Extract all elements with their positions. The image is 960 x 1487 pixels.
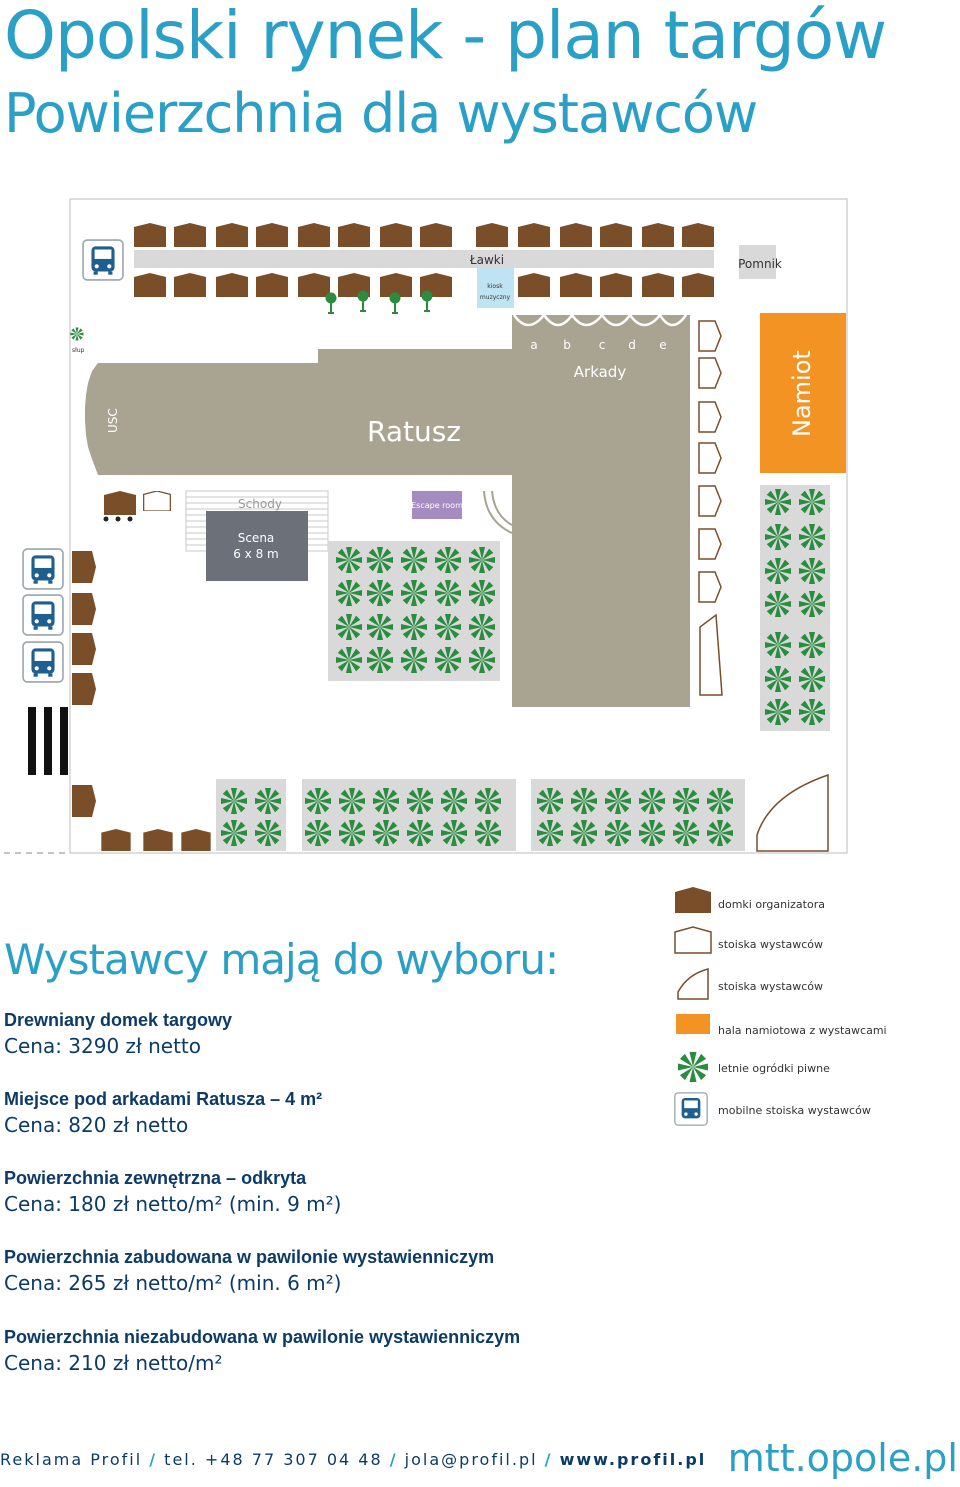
footer-separator: /: [389, 1450, 398, 1469]
stage-label-2: 6 x 8 m: [233, 547, 279, 561]
legend-label: stoiska wystawców: [718, 980, 824, 993]
umbrella-icon: [678, 1052, 708, 1082]
footer-website[interactable]: www.profil.pl: [559, 1450, 707, 1469]
tent-label: Namiot: [788, 350, 816, 437]
offer-name: Powierzchnia zewnętrzna – odkryta: [4, 1168, 307, 1188]
fair-plan-map: Ławki kiosk muzyczny Pomnik słup USC Rat…: [4, 198, 848, 854]
arcade-d-label: d: [628, 338, 636, 352]
offer-price: Cena: 3290 zł netto: [4, 1034, 201, 1058]
hut-icon: [101, 829, 131, 851]
top-hut-row: [134, 223, 714, 247]
offer-price: Cena: 210 zł netto/m²: [4, 1351, 223, 1375]
offer-name: Powierzchnia zabudowana w pawilonie wyst…: [4, 1247, 495, 1267]
offer-price: Cena: 265 zł netto/m² (min. 6 m²): [4, 1271, 342, 1295]
kiosk-label-2: muzyczny: [480, 294, 511, 301]
legend-label: letnie ogródki piwne: [718, 1062, 830, 1075]
pillar-icon: [70, 327, 84, 341]
music-kiosk: [477, 268, 514, 308]
stage: [206, 511, 308, 581]
kiosk-label-1: kiosk: [487, 283, 503, 290]
beer-garden-right: [760, 485, 830, 731]
page-subtitle: Powierzchnia dla wystawców: [4, 82, 758, 145]
footer-email[interactable]: jola@profil.pl: [404, 1450, 538, 1469]
offer-item: Drewniany domek targowy Cena: 3290 zł ne…: [4, 1008, 644, 1060]
stage-label-1: Scena: [238, 531, 275, 545]
arcade-c-label: c: [599, 338, 606, 352]
hut-icon: [181, 829, 211, 851]
corner-booth-icon: [756, 773, 829, 852]
town-hall-label: Ratusz: [367, 415, 461, 448]
legend-label: domki organizatora: [718, 898, 825, 911]
bus-icon: [22, 548, 64, 683]
offers-heading: Wystawcy mają do wyboru:: [4, 935, 559, 984]
offer-name: Drewniany domek targowy: [4, 1010, 233, 1030]
legend-label: stoiska wystawców: [718, 938, 824, 951]
benches-strip: [134, 250, 714, 268]
bus-icon: [674, 1092, 708, 1126]
footer-contact: Reklama Profil / tel. +48 77 307 04 48 /…: [0, 1450, 706, 1469]
beer-garden-bottom-right: [531, 779, 745, 851]
stairs-label: Schody: [238, 497, 282, 511]
offer-name: Powierzchnia niezabudowana w pawilonie w…: [4, 1327, 521, 1347]
legend-item-mobile-booths: mobilne stoiska wystawców: [674, 1092, 954, 1126]
legend-label: mobilne stoiska wystawców: [718, 1104, 871, 1117]
booth-icon: [142, 491, 172, 511]
monument-label: Pomnik: [738, 257, 782, 271]
town-hall-building: [85, 315, 690, 707]
footer-separator: /: [149, 1450, 158, 1469]
footer-separator: /: [544, 1450, 553, 1469]
tent-swatch-icon: [676, 1014, 710, 1034]
legend-item-huts: domki organizatora: [674, 886, 954, 920]
monument: [739, 245, 776, 279]
arcade-e-label: e: [659, 338, 666, 352]
tent-hall: [760, 313, 846, 473]
arcades-label: Arkady: [574, 363, 627, 381]
hut-icon: [143, 829, 173, 851]
brand-logo[interactable]: mtt.opole.pl: [727, 1436, 958, 1480]
offer-name: Miejsce pod arkadami Ratusza – 4 m²: [4, 1089, 323, 1109]
escape-room-label: Escape room: [411, 501, 463, 510]
pillar-label: słup: [72, 347, 85, 354]
offer-item: Miejsce pod arkadami Ratusza – 4 m² Cena…: [4, 1087, 644, 1139]
booth-icon: [674, 926, 712, 954]
offer-price: Cena: 820 zł netto: [4, 1113, 189, 1137]
bus-icon: [82, 239, 124, 281]
hut-icon: [104, 491, 136, 515]
arcades-arches: [512, 312, 688, 327]
offer-item: Powierzchnia zabudowana w pawilonie wyst…: [4, 1245, 644, 1297]
legend-item-corner-booths: stoiska wystawców: [674, 968, 954, 1002]
usc-label: USC: [106, 408, 120, 433]
legend-item-booths: stoiska wystawców: [674, 926, 954, 960]
escape-room: [412, 491, 462, 519]
page-title: Opolski rynek - plan targów: [4, 0, 887, 74]
legend-label: hala namiotowa z wystawcami: [718, 1024, 887, 1037]
footer-phone[interactable]: tel. +48 77 307 04 48: [164, 1450, 383, 1469]
offer-price: Cena: 180 zł netto/m² (min. 9 m²): [4, 1192, 342, 1216]
legend-item-beer-gardens: letnie ogródki piwne: [674, 1050, 954, 1084]
crosswalk: [28, 707, 68, 775]
hut-icon: [675, 887, 711, 913]
arcade-b-label: b: [563, 338, 571, 352]
legend-item-tent: hala namiotowa z wystawcami: [674, 1012, 954, 1046]
offer-item: Powierzchnia niezabudowana w pawilonie w…: [4, 1325, 644, 1377]
arcade-booth-column: [698, 320, 723, 696]
corner-booth-icon: [677, 968, 709, 1000]
footer-company: Reklama Profil: [0, 1450, 143, 1469]
offer-item: Powierzchnia zewnętrzna – odkryta Cena: …: [4, 1166, 644, 1218]
arcade-a-label: a: [530, 338, 537, 352]
benches-label: Ławki: [469, 253, 504, 267]
